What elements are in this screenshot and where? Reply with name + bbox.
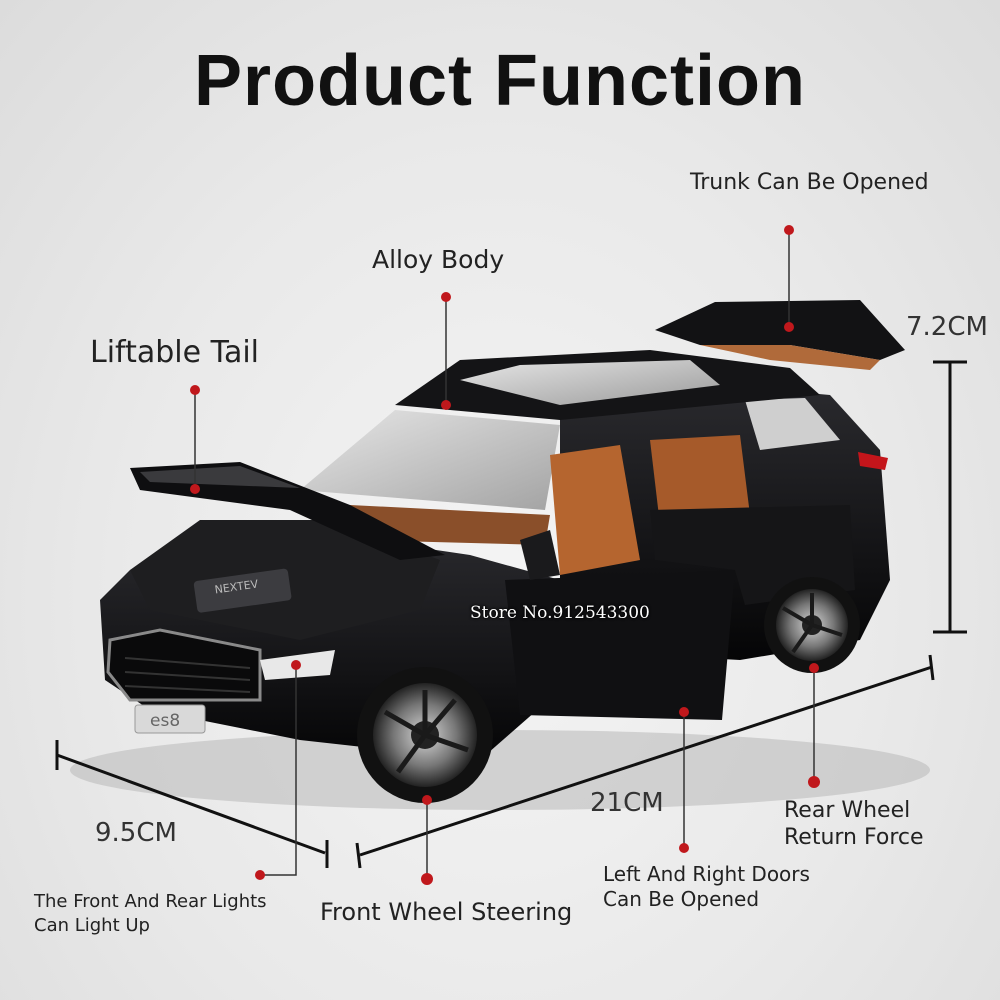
dimension-width: 9.5CM — [95, 818, 177, 848]
callout-dot-rear-wheel-end — [808, 776, 820, 788]
sunroof-glass — [460, 360, 720, 405]
callout-rear-wheel: Rear Wheel Return Force — [784, 797, 924, 851]
callout-liftable-tail: Liftable Tail — [90, 335, 260, 370]
dimension-length: 21CM — [590, 788, 664, 818]
callout-rear-wheel-line1: Rear Wheel — [784, 798, 911, 823]
callout-rear-wheel-line2: Return Force — [784, 825, 924, 850]
dimension-height: 7.2CM — [906, 312, 988, 342]
callout-dot-tail-end — [190, 484, 200, 494]
callout-dots — [190, 225, 820, 885]
callout-dot-lights — [291, 660, 301, 670]
callout-dot-tail — [190, 385, 200, 395]
callout-alloy-body: Alloy Body — [372, 245, 505, 274]
interior-seats-rear — [650, 435, 750, 525]
callout-dot-lights-end — [255, 870, 265, 880]
rear-light — [858, 452, 888, 470]
hood-highlight — [140, 466, 300, 488]
callout-dot-doors-end — [679, 843, 689, 853]
trunk-lid-inner — [700, 345, 880, 370]
callout-dot-trunk-end — [784, 322, 794, 332]
callout-dot-alloy — [441, 292, 451, 302]
callout-dot-alloy-end — [441, 400, 451, 410]
rear-window — [745, 398, 840, 450]
callout-doors-line2: Can Be Opened — [603, 887, 760, 911]
store-watermark: Store No.912543300 — [470, 603, 650, 623]
page-title: Product Function — [194, 41, 806, 121]
front-grille — [106, 628, 262, 702]
callout-lines — [194, 232, 815, 877]
callout-dot-front-wheel — [422, 795, 432, 805]
callout-trunk: Trunk Can Be Opened — [690, 170, 929, 195]
license-plate — [134, 704, 206, 734]
callout-lights-line2: Can Light Up — [34, 915, 150, 936]
hood — [130, 462, 445, 560]
callout-dot-rear-wheel — [809, 663, 819, 673]
callout-lights: The Front And Rear Lights Can Light Up — [34, 890, 267, 938]
callout-dot-doors — [679, 707, 689, 717]
interior-seats — [550, 445, 640, 575]
engine-block — [193, 568, 292, 613]
front-door — [505, 570, 735, 720]
callout-front-wheel: Front Wheel Steering — [320, 898, 573, 926]
callout-dot-front-wheel-end — [421, 873, 433, 885]
callout-dot-trunk — [784, 225, 794, 235]
callout-doors-line1: Left And Right Doors — [603, 862, 810, 886]
callout-doors: Left And Right Doors Can Be Opened — [603, 862, 810, 912]
dimension-lines — [55, 360, 967, 869]
car-shadow — [70, 730, 930, 810]
callout-lights-line1: The Front And Rear Lights — [34, 891, 267, 912]
front-door-window-frame — [520, 530, 560, 580]
engine-label: NEXTEV — [214, 577, 260, 596]
windshield — [300, 410, 560, 510]
plate-badge: es8 — [150, 711, 180, 731]
